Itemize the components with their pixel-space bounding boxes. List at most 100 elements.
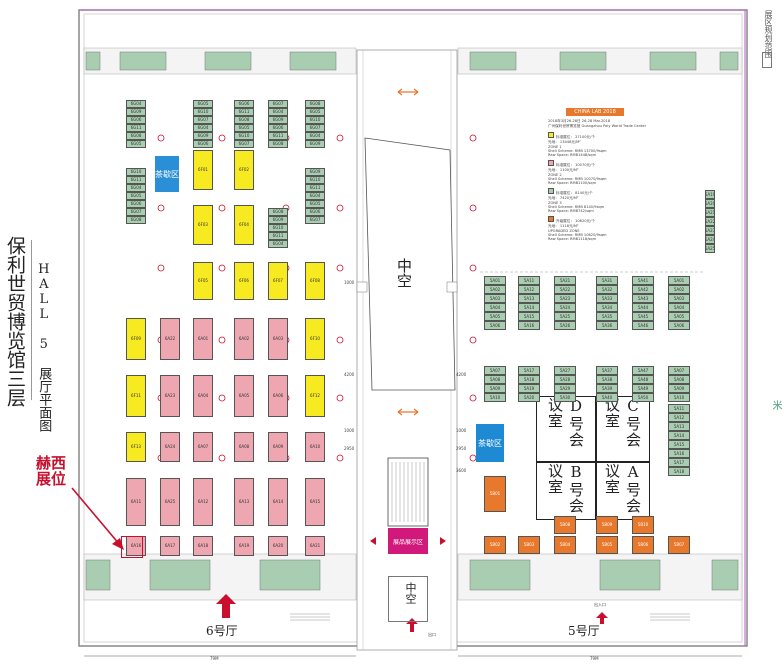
exhibition-booth[interactable]: 5A34 <box>596 303 618 312</box>
exhibition-booth[interactable]: 5A01 <box>484 276 506 285</box>
exhibition-booth[interactable]: 6G05 <box>234 124 254 132</box>
exhibition-booth[interactable]: 6A14 <box>268 478 288 526</box>
exhibition-booth[interactable]: 5B04 <box>554 536 576 554</box>
exhibition-booth[interactable]: 6G06 <box>234 100 254 108</box>
exhibition-booth[interactable]: 6G08 <box>305 100 325 108</box>
exhibition-booth[interactable]: 5A31 <box>596 276 618 285</box>
exhibition-booth[interactable]: 5A24 <box>554 303 576 312</box>
exhibition-booth[interactable]: 5A41 <box>632 276 654 285</box>
exhibition-booth[interactable]: 5A12 <box>518 285 540 294</box>
exhibition-booth[interactable]: 6G08 <box>126 216 146 224</box>
exhibition-booth[interactable]: 6G04 <box>126 100 146 108</box>
exhibition-booth[interactable]: 6F07 <box>268 262 288 300</box>
exhibition-booth[interactable]: 6G11 <box>126 124 146 132</box>
exhibition-booth[interactable]: 6F06 <box>234 262 254 300</box>
exhibition-booth[interactable]: 5A17 <box>518 366 540 375</box>
exhibition-booth[interactable]: 5A19 <box>518 384 540 393</box>
exhibition-booth[interactable]: 5B08 <box>554 516 576 534</box>
exhibition-booth[interactable]: 6A15 <box>305 478 325 526</box>
exhibition-booth[interactable]: 5B10 <box>632 516 654 534</box>
exhibition-booth[interactable]: 5B05 <box>596 536 618 554</box>
exhibition-booth[interactable]: 5A29 <box>554 384 576 393</box>
exhibition-booth[interactable]: 5A23 <box>554 294 576 303</box>
exhibition-booth[interactable]: 6F03 <box>193 205 213 245</box>
exhibition-booth[interactable]: 5A21 <box>554 276 576 285</box>
exhibition-booth[interactable]: 6A12 <box>193 478 213 526</box>
exhibition-booth[interactable]: 6G08 <box>268 140 288 148</box>
exhibition-booth[interactable]: 5A16 <box>668 449 690 458</box>
exhibition-booth[interactable]: 6F02 <box>234 150 254 190</box>
exhibition-booth[interactable]: 5B06 <box>632 536 654 554</box>
exhibition-booth[interactable]: 6G06 <box>126 116 146 124</box>
exhibition-booth[interactable]: 6F11 <box>126 375 146 417</box>
exhibition-booth[interactable]: 6G07 <box>126 208 146 216</box>
exhibition-booth[interactable]: 6F08 <box>305 262 325 300</box>
exhibition-booth[interactable]: 6A19 <box>234 536 254 556</box>
exhibition-booth[interactable]: 6G11 <box>126 176 146 184</box>
exhibition-booth[interactable]: 6G11 <box>305 184 325 192</box>
exhibition-booth[interactable]: 5A08 <box>668 375 690 384</box>
exhibition-booth[interactable]: 6G10 <box>234 132 254 140</box>
exhibition-booth[interactable]: 5A40 <box>596 393 618 402</box>
exhibition-booth[interactable]: 6G10 <box>305 176 325 184</box>
exhibition-booth[interactable]: 6F09 <box>126 318 146 360</box>
exhibition-booth[interactable]: 6A22 <box>160 318 180 360</box>
exhibition-booth[interactable]: 5B09 <box>596 516 618 534</box>
exhibition-booth[interactable]: 5A02 <box>668 285 690 294</box>
exhibition-booth[interactable]: 6G05 <box>193 100 213 108</box>
exhibition-booth[interactable]: 6A25 <box>160 478 180 526</box>
exhibition-booth[interactable]: 5A13 <box>518 294 540 303</box>
exhibition-booth[interactable]: 5A38 <box>596 375 618 384</box>
exhibition-booth[interactable]: 6G08 <box>268 208 288 216</box>
exhibition-booth[interactable]: 5A09 <box>484 384 506 393</box>
exhibition-booth[interactable]: 5B01 <box>484 476 506 512</box>
exhibition-booth[interactable]: 5A07 <box>484 366 506 375</box>
exhibition-booth[interactable]: 6G05 <box>126 140 146 148</box>
exhibition-booth[interactable]: 5A09 <box>668 384 690 393</box>
exhibition-booth[interactable]: 6G07 <box>305 124 325 132</box>
exhibition-booth[interactable]: 6G07 <box>193 116 213 124</box>
exhibition-booth[interactable]: 5A14 <box>518 303 540 312</box>
exhibition-booth[interactable]: 5A30 <box>554 393 576 402</box>
exhibition-booth[interactable]: 5A12 <box>668 413 690 422</box>
exhibition-booth[interactable]: 5A50 <box>632 393 654 402</box>
exhibition-booth[interactable]: 6F05 <box>193 262 213 300</box>
exhibition-booth[interactable]: 6F01 <box>193 150 213 190</box>
exhibition-booth[interactable]: 6A05 <box>234 375 254 417</box>
highlight-booth-box[interactable] <box>121 536 143 558</box>
exhibition-booth[interactable]: 5A03 <box>668 294 690 303</box>
exhibition-booth[interactable]: 6F04 <box>234 205 254 245</box>
exhibition-booth[interactable]: 6G08 <box>234 116 254 124</box>
exhibition-booth[interactable]: 5A26 <box>554 321 576 330</box>
exhibition-booth[interactable]: 5A11 <box>518 276 540 285</box>
exhibition-booth[interactable]: 6G06 <box>193 140 213 148</box>
exhibition-booth[interactable]: 6A20 <box>268 536 288 556</box>
exhibition-booth[interactable]: 5A16 <box>518 321 540 330</box>
exhibition-booth[interactable]: 6A13 <box>234 478 254 526</box>
exhibition-booth[interactable]: 6G09 <box>193 132 213 140</box>
exhibition-booth[interactable]: 6G09 <box>305 168 325 176</box>
exhibition-booth[interactable]: 6G04 <box>193 124 213 132</box>
exhibition-booth[interactable]: 5A08 <box>484 375 506 384</box>
exhibition-booth[interactable]: 6G06 <box>268 124 288 132</box>
exhibition-booth[interactable]: 6A09 <box>268 432 288 462</box>
exhibition-booth[interactable]: 6G04 <box>305 132 325 140</box>
exhibition-booth[interactable]: 6G08 <box>126 132 146 140</box>
exhibition-booth[interactable]: 5A05 <box>484 312 506 321</box>
exhibition-booth[interactable]: 6G05 <box>126 192 146 200</box>
exhibition-booth[interactable]: 6G07 <box>305 216 325 224</box>
exhibition-booth[interactable]: 5A25 <box>705 244 715 253</box>
exhibition-booth[interactable]: 5A17 <box>668 458 690 467</box>
exhibition-booth[interactable]: 5A10 <box>668 393 690 402</box>
exhibition-booth[interactable]: 5A47 <box>632 366 654 375</box>
exhibition-booth[interactable]: 5A20 <box>705 199 715 208</box>
exhibition-booth[interactable]: 5A07 <box>668 366 690 375</box>
exhibition-booth[interactable]: 5A33 <box>596 294 618 303</box>
exhibition-booth[interactable]: 6G09 <box>268 116 288 124</box>
exhibition-booth[interactable]: 5A15 <box>518 312 540 321</box>
exhibition-booth[interactable]: 6A17 <box>160 536 180 556</box>
exhibition-booth[interactable]: 6A03 <box>268 318 288 360</box>
exhibition-booth[interactable]: 6G11 <box>268 132 288 140</box>
exhibition-booth[interactable]: 5A04 <box>484 303 506 312</box>
exhibition-booth[interactable]: 5B02 <box>484 536 506 554</box>
